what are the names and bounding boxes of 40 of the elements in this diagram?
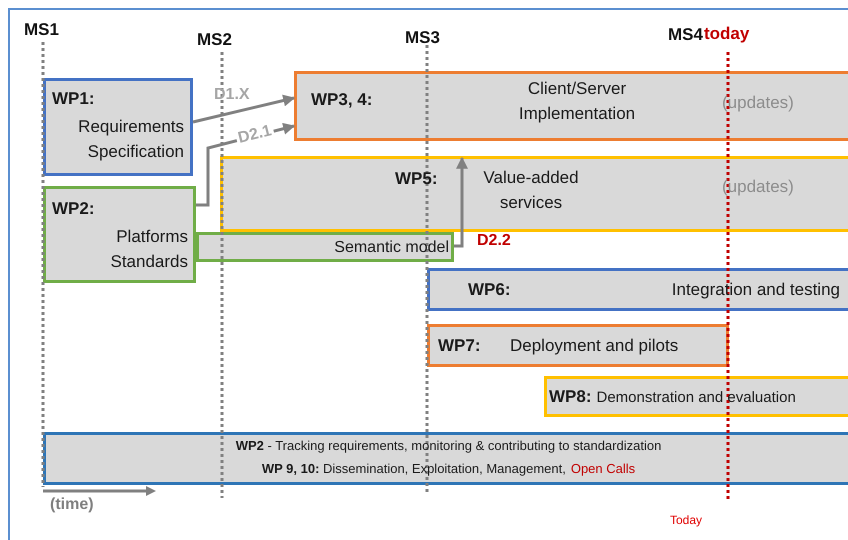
work-package-text: Client/Server Implementation (518, 78, 636, 125)
milestone-label: MS3 (405, 28, 440, 48)
milestone-label: MS2 (197, 30, 232, 50)
work-package-label: WP3, 4: (311, 89, 372, 111)
work-package-band (43, 432, 848, 485)
today-label: today (704, 24, 750, 44)
work-package-box (220, 156, 848, 232)
work-package-label: WP7: (438, 335, 480, 357)
work-package-text: (updates) (722, 92, 794, 114)
work-package-box (196, 232, 454, 262)
milestone-label: MS4 (668, 25, 703, 45)
arrow (454, 156, 468, 248)
today-label: Today (670, 513, 702, 527)
work-package-box (43, 186, 196, 283)
work-package-label: WP2 - Tracking requirements, monitoring & contributing to standardization (236, 437, 662, 455)
work-package-box (43, 78, 193, 176)
work-package-label: WP8: (549, 386, 592, 408)
work-package-label: WP5: (395, 168, 438, 190)
work-package-text: Requirements Specification (77, 116, 184, 163)
work-package-text: Semantic model (334, 238, 449, 258)
work-package-label: WP6: (468, 279, 510, 301)
milestone-label: MS1 (24, 20, 59, 40)
arrow (192, 94, 296, 124)
work-package-text: (updates) (722, 176, 794, 198)
edge-label: D2.2 (476, 232, 512, 250)
work-package-text: Value-added services (482, 167, 580, 214)
work-package-text: WP 9, 10: Dissemination, Exploitation, Management, (262, 460, 566, 478)
work-package-text: Deployment and pilots (510, 335, 678, 357)
time-label: (time) (50, 496, 94, 514)
work-package-text: Integration and testing (672, 279, 840, 301)
work-package-label: WP2: (52, 198, 94, 220)
work-package-box (427, 268, 848, 311)
work-package-text: Demonstration and evaluation (596, 388, 796, 408)
edge-label: D1.X (213, 86, 251, 104)
work-package-text: Platforms Standards (110, 226, 188, 273)
work-package-box (294, 71, 848, 141)
work-package-box (544, 376, 848, 417)
work-package-text: Open Calls (570, 460, 636, 478)
work-package-label: WP1: (52, 88, 94, 110)
work-package-box (427, 324, 729, 367)
